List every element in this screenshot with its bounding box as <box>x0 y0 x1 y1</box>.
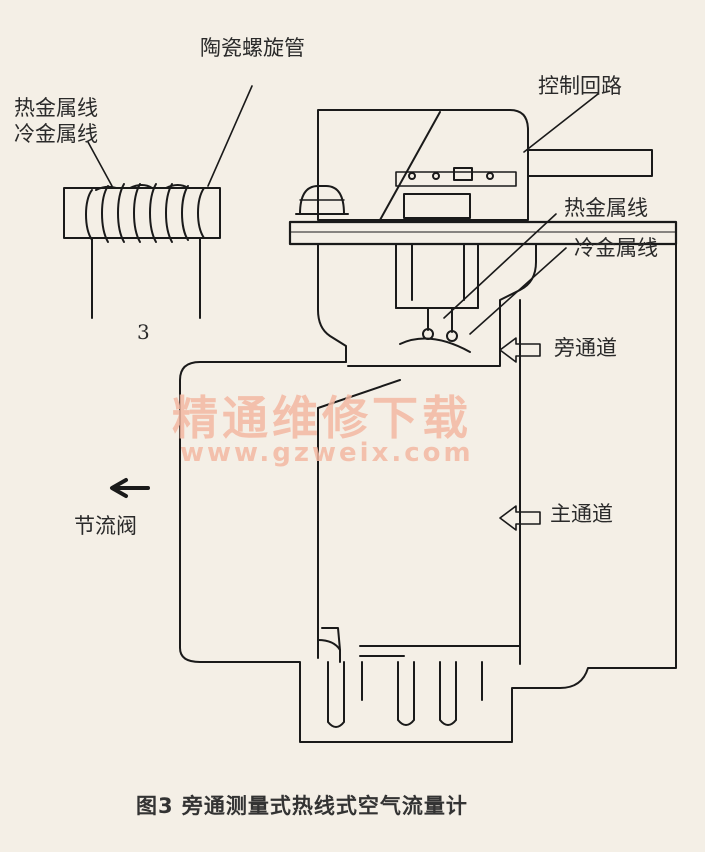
figure-caption: 图3 旁通测量式热线式空气流量计 <box>136 794 468 818</box>
label-figure-number: 3 <box>137 320 150 344</box>
ceramic-spiral-tube <box>63 85 253 319</box>
label-throttle: 节流阀 <box>74 514 137 538</box>
label-cold-wire-small: 冷金属线 <box>14 122 98 146</box>
label-bypass-channel: 旁通道 <box>554 336 617 360</box>
bypass-arrow <box>499 337 541 363</box>
flow-arrows <box>110 337 541 531</box>
label-hot-wire: 热金属线 <box>564 196 648 220</box>
label-control-circuit: 控制回路 <box>538 74 622 98</box>
label-cold-wire: 冷金属线 <box>574 236 658 260</box>
flowmeter-housing <box>179 93 678 743</box>
label-main-channel: 主通道 <box>550 502 613 526</box>
watermark-text: 精通维修下载 <box>172 391 472 445</box>
throttle-arrow <box>110 478 150 498</box>
watermark-url: www.gzweix.com <box>180 438 474 468</box>
label-hot-wire-small: 热金属线 <box>14 96 98 120</box>
label-ceramic-tube: 陶瓷螺旋管 <box>200 36 305 60</box>
main-arrow <box>499 505 541 531</box>
